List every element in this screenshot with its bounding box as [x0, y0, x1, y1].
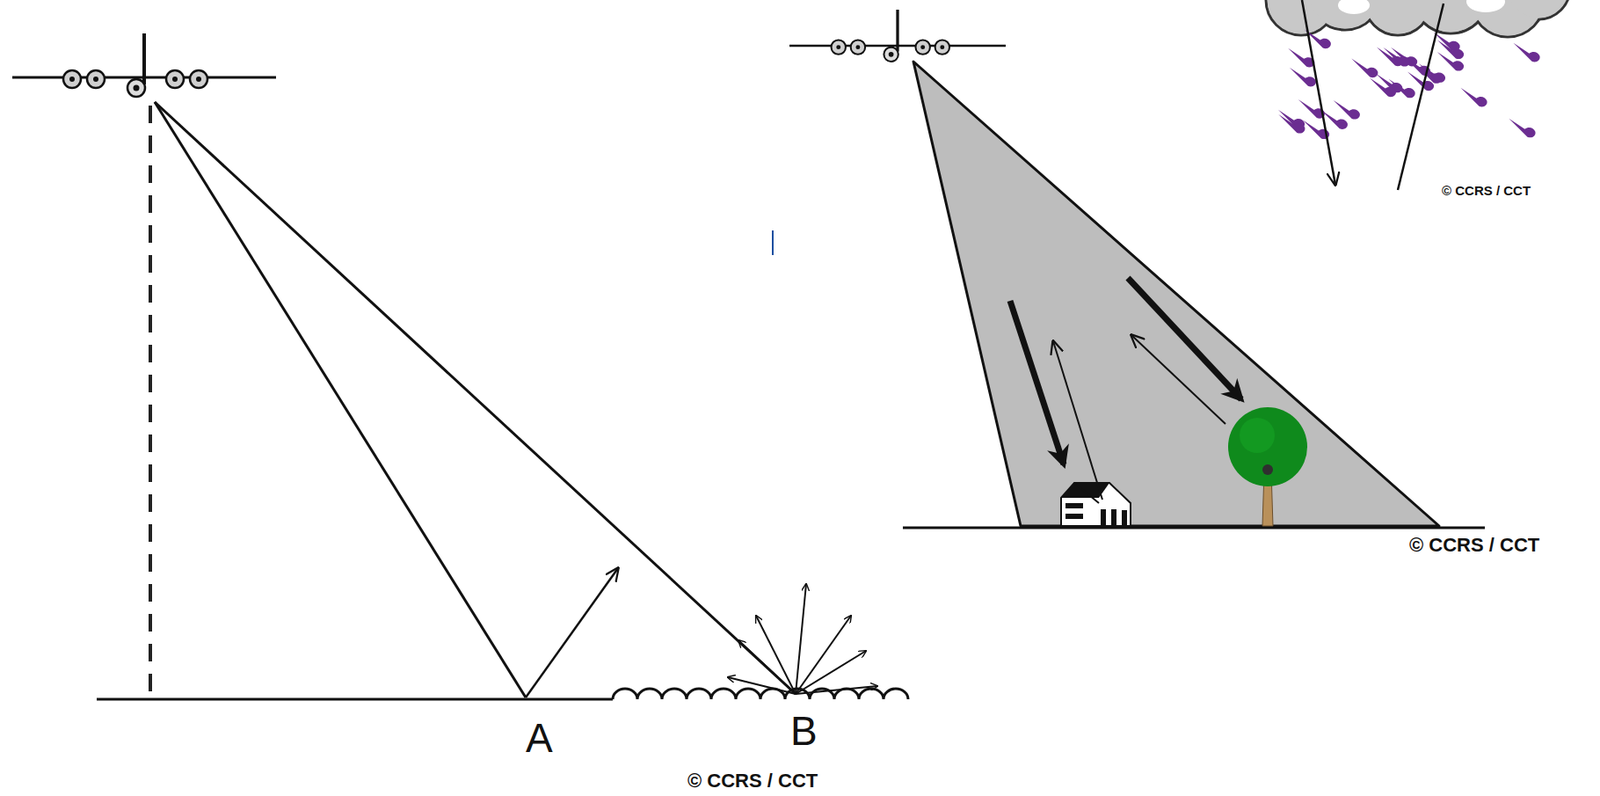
- rain-drop: [1351, 58, 1378, 79]
- scatter-arrow: [795, 615, 851, 694]
- specular-reflection: [525, 567, 619, 698]
- middle-panel: [789, 9, 1485, 528]
- scatter-arrow: [756, 615, 796, 694]
- aircraft: [789, 9, 1006, 62]
- nadir-line: [148, 105, 153, 699]
- rain-drop: [1437, 39, 1464, 59]
- rain-drop: [1376, 47, 1404, 67]
- rain-drop: [1508, 118, 1535, 139]
- backscatter: [1053, 341, 1103, 500]
- copyright-note: © CCRS / CCT: [1441, 183, 1531, 197]
- copyright-note: © CCRS / CCT: [687, 770, 818, 791]
- rough-surface: [612, 688, 909, 699]
- rain-drop: [1460, 87, 1487, 108]
- scatter-arrow: [795, 583, 807, 694]
- diffuse-reflection: [727, 583, 878, 694]
- rain-drop: [1369, 78, 1397, 98]
- tree: [1228, 407, 1308, 526]
- backscatter: [1131, 334, 1226, 424]
- left-panel: [12, 33, 909, 699]
- ground-line: [902, 526, 1485, 530]
- rain-drop: [1278, 114, 1305, 134]
- rain-drop: [1383, 47, 1411, 67]
- cloud: [1265, 0, 1571, 37]
- return-ray: [1397, 3, 1444, 190]
- smooth-surface: [96, 698, 613, 701]
- incident-ray: [154, 101, 526, 698]
- scatter-arrow: [738, 640, 796, 694]
- incident-ray: [154, 101, 796, 694]
- rain-drop: [1418, 63, 1446, 83]
- aircraft: [12, 33, 277, 97]
- point-label: A: [525, 717, 553, 758]
- transmitted-pulse: [1010, 300, 1064, 465]
- rain-drop: [1437, 51, 1464, 72]
- rain-drop: [1512, 43, 1540, 63]
- point-label: B: [790, 710, 818, 751]
- radar-beam: [913, 61, 1440, 526]
- scatter-arrow: [795, 650, 866, 694]
- rain-panel: [1265, 0, 1571, 190]
- incident-ray: [1301, 0, 1336, 185]
- transmitted-pulse: [1127, 277, 1242, 400]
- rain-drop: [1407, 72, 1434, 92]
- copyright-note: © CCRS / CCT: [1409, 535, 1540, 555]
- rain-drop: [1333, 100, 1360, 120]
- stray-mark: [771, 230, 774, 255]
- house: [1061, 482, 1131, 526]
- rain-drop: [1289, 67, 1317, 88]
